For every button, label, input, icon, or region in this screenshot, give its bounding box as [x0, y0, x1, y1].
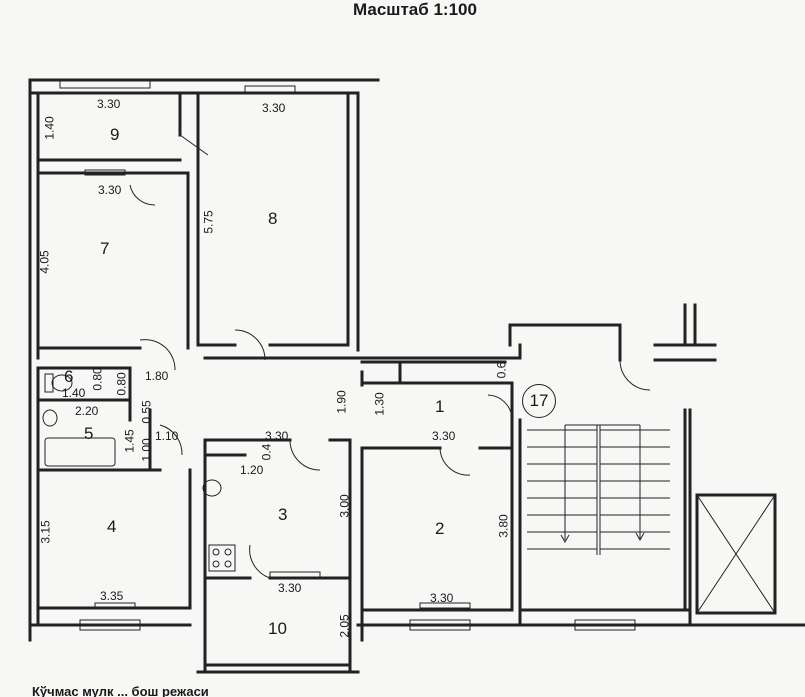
dim-r6-a: 1.40 [62, 386, 86, 400]
footer-caption: Кўчмас мулк ... бош режаси [32, 684, 209, 697]
dim-r5-depth: 1.45 [122, 429, 137, 453]
dim-r9-width: 3.30 [97, 97, 121, 111]
stair-number-badge: 17 [522, 384, 556, 418]
dim-r3-width: 3.30 [265, 429, 289, 443]
room-1-label: 1 [435, 397, 445, 416]
dim-r2-bottom: 3.30 [430, 591, 454, 605]
dim-r7-depth: 4.05 [37, 250, 52, 274]
dim-r2-depth: 3.80 [496, 514, 511, 538]
plan-title: Масштаб 1:100 [353, 0, 477, 19]
dim-r9-depth: 1.40 [42, 116, 57, 140]
dim-r8-width: 3.30 [262, 101, 286, 115]
dim-r6-c: 0.80 [114, 372, 129, 396]
room-4-label: 4 [107, 517, 117, 536]
dim-r1-b: 1.30 [372, 392, 387, 416]
dim-r8-depth: 5.75 [201, 210, 216, 234]
room-7-label: 7 [100, 239, 110, 258]
dim-r10-width: 3.30 [278, 581, 302, 595]
dim-r5-width: 2.20 [75, 404, 99, 418]
dim-hall-a: 1.80 [145, 369, 169, 383]
room-9-label: 9 [110, 125, 120, 144]
dim-r4-depth: 3.15 [38, 520, 53, 544]
room-3-label: 3 [278, 505, 288, 524]
dim-r6-b: 0.80 [90, 367, 105, 391]
dim-r1-a: 1.90 [334, 390, 349, 414]
room-2-label: 2 [435, 519, 445, 538]
dim-r3-small: 0.4 [259, 443, 274, 461]
dim-hall-b: 1.00 [139, 438, 154, 462]
dim-r7-width: 3.30 [98, 183, 122, 197]
dim-r10-depth: 2.05 [337, 614, 352, 638]
dim-hall-c: 1.10 [155, 429, 179, 443]
dim-r5-c: 0.55 [139, 400, 154, 424]
room-5-label: 5 [84, 424, 94, 443]
room-10-label: 10 [268, 619, 287, 638]
room-8-label: 8 [268, 209, 278, 228]
room-6-label: 6 [64, 367, 74, 386]
dim-r3-pantry: 1.20 [240, 463, 264, 477]
dim-r3-depth: 3.00 [337, 494, 352, 518]
dim-r4-width: 3.35 [100, 589, 124, 603]
dim-r1-c: 0.6 [494, 361, 509, 379]
dim-r2-width: 3.30 [432, 429, 456, 443]
